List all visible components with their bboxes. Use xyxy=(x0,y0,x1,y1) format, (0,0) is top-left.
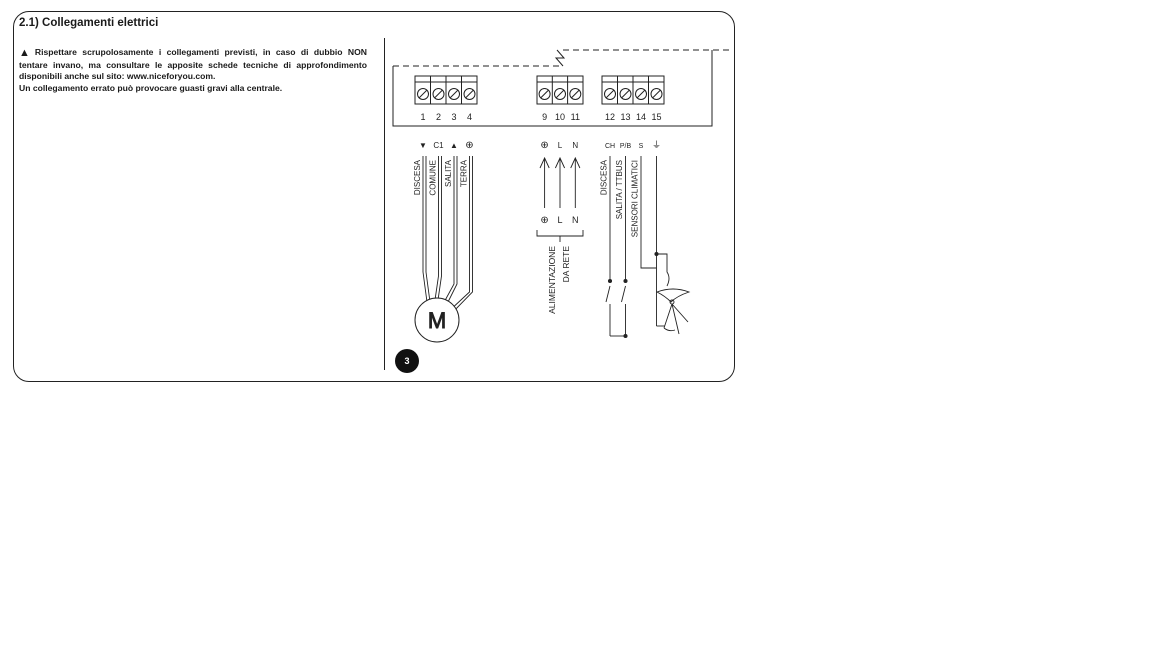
warning-notice: ▲Rispettare scrupolosamente i collegamen… xyxy=(19,47,367,94)
mains-arrows xyxy=(536,156,584,242)
terminal-number: 13 xyxy=(620,112,630,122)
ground-icon: ⏚ xyxy=(652,140,661,150)
section-title: 2.1) Collegamenti elettrici xyxy=(19,17,159,29)
terminal-block-inputs xyxy=(601,75,665,105)
terminal-block-mains xyxy=(536,75,584,105)
input-wires xyxy=(609,156,657,280)
motor-wire-label-common: COMUNE xyxy=(429,160,438,196)
switch-discesa xyxy=(605,278,613,336)
motor-symbol: M xyxy=(414,297,460,343)
mains-input-line-symbol: L xyxy=(557,215,562,225)
mains-earth-symbol: ⊕ xyxy=(540,140,548,151)
input-pb-symbol: P/B xyxy=(620,143,632,150)
terminal-number: 4 xyxy=(467,112,472,122)
motor-earth-symbol: ⊕ xyxy=(465,140,473,151)
switch-salita xyxy=(610,278,628,339)
terminal-number: 2 xyxy=(436,112,441,122)
motor-wire-label-down: DISCESA xyxy=(413,159,422,195)
terminal-number: 9 xyxy=(542,112,547,122)
wiring-diagram: 1 2 3 4 9 10 11 12 13 14 15 ▼ C1 ▲ ⊕ ⊕ L… xyxy=(392,49,730,343)
mains-neutral-symbol: N xyxy=(572,141,578,150)
column-divider xyxy=(384,38,385,370)
mains-caption-line2: DA RETE xyxy=(561,246,571,283)
motor-common-symbol: C1 xyxy=(433,141,444,150)
content-panel xyxy=(13,11,735,382)
consequence-text: Un collegamento errato può provocare gua… xyxy=(19,82,283,93)
motor-up-symbol: ▲ xyxy=(450,141,458,150)
motor-wire-label-earth: TERRA xyxy=(460,159,469,187)
motor-wire-label-up: SALITA xyxy=(444,159,453,187)
terminal-number: 10 xyxy=(555,112,565,122)
mains-input-earth-symbol: ⊕ xyxy=(540,215,548,226)
terminal-number: 3 xyxy=(451,112,456,122)
input-wire-label-sensors: SENSORI CLIMATICI xyxy=(631,160,640,237)
input-s-symbol: S xyxy=(639,143,644,150)
warning-paragraph: ▲Rispettare scrupolosamente i collegamen… xyxy=(19,47,367,83)
motor-label: M xyxy=(428,308,446,333)
input-ch-symbol: CH xyxy=(605,143,615,150)
climate-sensor xyxy=(640,251,691,335)
warning-triangle-icon: ▲ xyxy=(19,47,33,59)
terminal-number: 11 xyxy=(571,112,580,122)
motor-wires xyxy=(422,156,473,315)
terminal-number: 1 xyxy=(420,112,425,122)
mains-caption-line1: ALIMENTAZIONE xyxy=(547,246,557,314)
terminal-block-motor xyxy=(414,75,478,105)
board-outline xyxy=(392,49,730,127)
terminal-number: 14 xyxy=(636,112,646,122)
figure-number-badge: 3 xyxy=(395,349,419,373)
input-wire-label-up: SALITA / TTBUS xyxy=(615,160,624,219)
terminal-number: 12 xyxy=(605,112,615,122)
motor-down-symbol: ▼ xyxy=(419,141,427,150)
mains-line-symbol: L xyxy=(558,141,563,150)
terminal-number: 15 xyxy=(651,112,661,122)
mains-input-neutral-symbol: N xyxy=(572,215,579,225)
input-wire-label-down: DISCESA xyxy=(600,159,609,195)
warning-text: Rispettare scrupolosamente i collegament… xyxy=(19,47,367,82)
